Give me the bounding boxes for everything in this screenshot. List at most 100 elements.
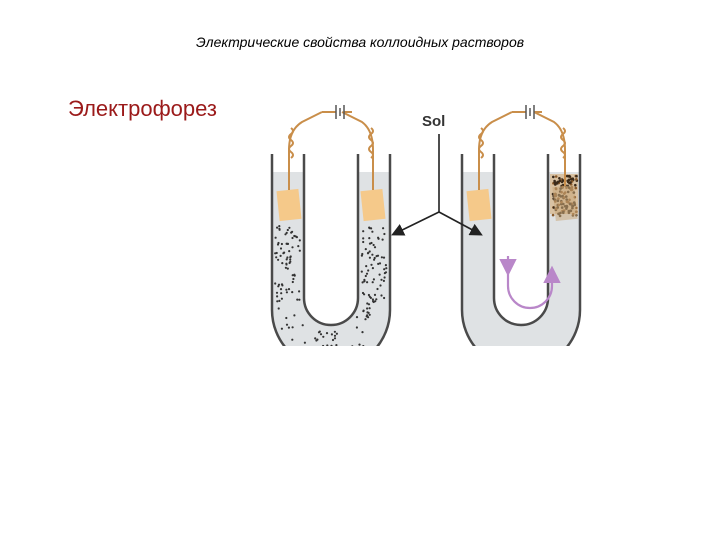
- particle-dot: [285, 288, 288, 291]
- particle-dot: [275, 256, 278, 259]
- particle-dot: [383, 232, 386, 236]
- particle-dot: [364, 248, 367, 251]
- particle-dot: [280, 292, 283, 295]
- particle-dot: [362, 345, 365, 346]
- particle-dot: [574, 186, 578, 190]
- particle-dot: [279, 288, 283, 291]
- particle-dot: [383, 268, 386, 271]
- particle-dot: [355, 316, 359, 319]
- particle-dot: [285, 323, 289, 326]
- particle-dot: [351, 345, 354, 346]
- particle-dot: [368, 313, 371, 316]
- particle-dot: [335, 332, 338, 335]
- particle-dot: [330, 344, 333, 346]
- particle-dot: [362, 309, 365, 312]
- particle-dot: [366, 281, 369, 284]
- slide-title: Электрические свойства коллоидных раство…: [195, 34, 525, 50]
- particle-dot: [280, 283, 284, 286]
- particle-dot: [280, 327, 283, 330]
- particle-dot: [301, 324, 304, 327]
- particle-dot: [567, 174, 571, 178]
- particle-dot: [291, 338, 294, 341]
- particle-dot: [292, 277, 295, 281]
- particle-dot: [372, 278, 375, 281]
- particle-dot: [278, 227, 281, 230]
- electrophoresis-figure: Sol: [262, 88, 612, 346]
- particle-dot: [275, 251, 278, 255]
- particle-dot: [373, 293, 377, 296]
- particle-dot: [384, 264, 387, 267]
- particle-dot: [371, 267, 374, 270]
- particle-dot: [566, 180, 570, 184]
- particle-dot: [366, 307, 369, 310]
- particle-dot: [367, 303, 371, 306]
- particle-dot: [377, 237, 380, 240]
- particle-dot: [371, 298, 374, 301]
- particle-dot: [276, 295, 279, 298]
- particle-dot: [280, 297, 283, 300]
- particle-dot: [555, 182, 559, 185]
- particle-dot: [378, 262, 382, 265]
- particle-dot: [294, 235, 297, 238]
- particle-dot: [293, 273, 296, 276]
- particle-dot: [382, 227, 385, 230]
- particle-dot: [360, 270, 363, 273]
- right-tube-liquid: [462, 172, 580, 346]
- particle-dot: [363, 278, 366, 281]
- particle-dot: [368, 307, 371, 310]
- particle-dot: [385, 267, 388, 270]
- particle-dot: [286, 242, 289, 245]
- left-battery-icon: [335, 105, 345, 119]
- particle-dot: [289, 260, 292, 263]
- particle-dot: [360, 254, 363, 257]
- particle-dot: [380, 256, 383, 259]
- particle-dot: [367, 251, 370, 254]
- particle-dot: [319, 333, 323, 336]
- particle-dot: [284, 266, 287, 269]
- particle-dot: [333, 337, 337, 340]
- particle-dot: [285, 291, 288, 294]
- particle-dot: [365, 272, 369, 275]
- particle-dot: [367, 311, 370, 314]
- particle-dot: [291, 246, 294, 249]
- particle-dot: [380, 294, 383, 297]
- right-cathode-plate: [552, 184, 578, 222]
- particle-dot: [335, 344, 338, 346]
- particle-dot: [554, 175, 558, 178]
- particle-dot: [377, 262, 380, 265]
- particle-dot: [367, 269, 370, 272]
- particle-dot: [378, 273, 381, 276]
- particle-dot: [290, 231, 293, 234]
- particle-dot: [285, 258, 288, 261]
- right-wire: [478, 111, 566, 190]
- particle-dot: [376, 287, 379, 291]
- particle-dot: [373, 258, 376, 261]
- particle-dot: [361, 281, 364, 284]
- right-anode-plate: [466, 188, 492, 222]
- particle-dot: [355, 326, 358, 329]
- particle-dot: [303, 341, 306, 344]
- particle-dot: [552, 175, 555, 179]
- particle-dot: [371, 230, 374, 233]
- particle-dot: [274, 236, 277, 239]
- particle-dot: [298, 290, 301, 293]
- particle-dot: [382, 279, 385, 282]
- particle-dot: [363, 293, 366, 296]
- particle-dot: [275, 291, 279, 294]
- particle-dot: [571, 177, 575, 180]
- slide-heading: Электрофорез: [68, 96, 217, 121]
- particle-dot: [379, 284, 382, 287]
- particle-dot: [368, 256, 371, 259]
- particle-dot: [288, 250, 291, 253]
- particle-dot: [287, 288, 291, 291]
- particle-dot: [286, 267, 289, 270]
- left-cathode-plate: [360, 188, 386, 222]
- particle-dot: [277, 307, 280, 310]
- particle-dot: [574, 183, 577, 187]
- particle-dot: [286, 228, 289, 232]
- particle-dot: [296, 298, 299, 301]
- particle-dot: [575, 178, 578, 181]
- particle-dot: [368, 250, 371, 253]
- sol-arrow-left-icon: [391, 211, 440, 236]
